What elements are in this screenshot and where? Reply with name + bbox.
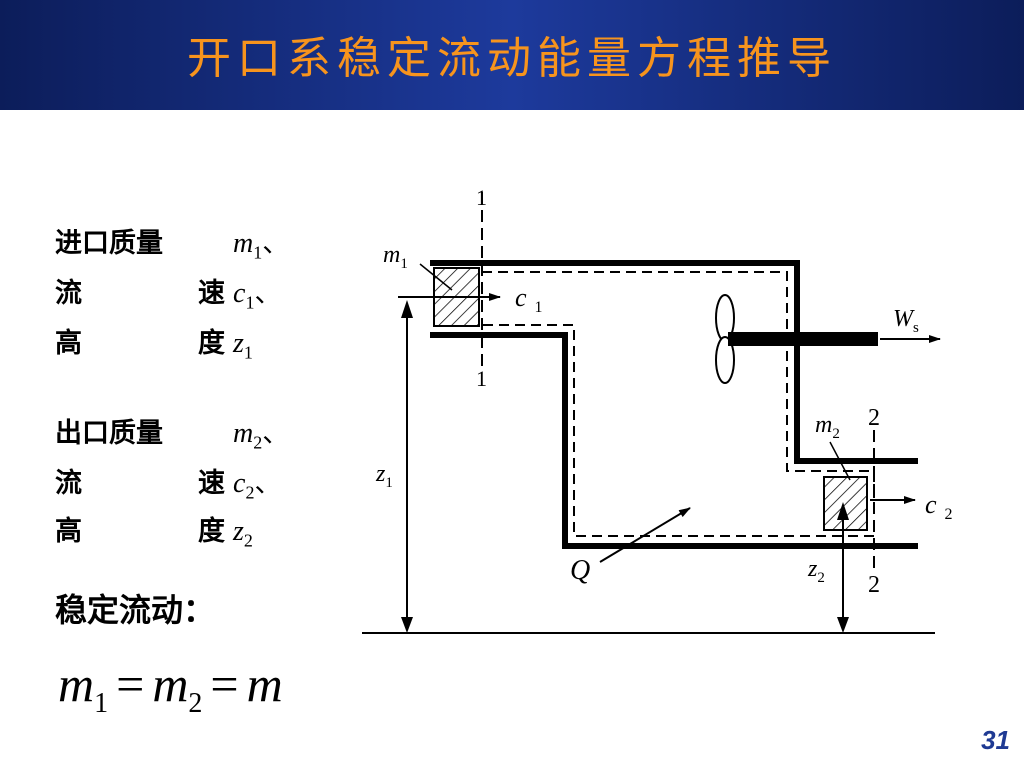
separator: 、	[262, 228, 290, 259]
outlet-height-row: 高度 z2	[55, 514, 253, 551]
label-q: Q	[570, 555, 590, 586]
label-section1-top: 1	[476, 185, 487, 210]
shaft	[728, 332, 878, 346]
inlet-height-label: 高度	[55, 328, 225, 359]
title-bar	[0, 0, 1024, 110]
inlet-mass-label: 进口质量	[55, 228, 163, 259]
label-z1: z1	[375, 461, 393, 491]
label-ws: Ws	[893, 306, 919, 336]
steady-flow-label: 稳定流动：	[55, 591, 216, 629]
outlet-speed-label: 流速	[55, 468, 225, 499]
separator: 、	[254, 278, 282, 309]
control-boundary	[482, 271, 875, 537]
label-section1-bottom: 1	[476, 366, 487, 391]
heat-arrow	[599, 507, 691, 563]
label-z2: z2	[807, 556, 825, 586]
outlet-height-symbol: z2	[233, 516, 253, 551]
separator: 、	[262, 418, 290, 449]
page-number: 31	[981, 725, 1010, 755]
outlet-height-label: 高度	[55, 516, 225, 547]
pipe-inner-wall	[430, 332, 918, 549]
m1-leader	[419, 263, 453, 291]
inlet-speed-symbol: c1	[233, 278, 255, 313]
outlet-mass-label: 出口质量	[55, 418, 163, 449]
label-section2-bottom: 2	[868, 572, 880, 598]
outlet-speed-symbol: c2	[233, 468, 255, 503]
mass-balance-formula: m1=m2=m	[58, 656, 283, 719]
outlet-mass-symbol: m2	[233, 418, 263, 453]
inlet-mass-symbol: m1	[233, 228, 263, 263]
outlet-speed-row: 流速 c2、	[55, 466, 282, 503]
outlet-mass-element	[823, 476, 868, 531]
label-m1: m1	[383, 242, 408, 272]
inlet-speed-row: 流速 c1、	[55, 276, 282, 313]
separator: 、	[254, 468, 282, 499]
label-section2-top: 2	[868, 405, 880, 431]
pipe-outer-wall	[430, 260, 918, 464]
outlet-mass-row: 出口质量 m2、	[55, 416, 290, 453]
m2-leader	[829, 441, 851, 481]
inlet-speed-label: 流速	[55, 278, 225, 309]
inlet-height-row: 高度 z1	[55, 326, 253, 363]
fan-blade-bottom	[715, 336, 735, 384]
inlet-mass-row: 进口质量 m1、	[55, 226, 290, 263]
slide-title: 开口系稳定流动能量方程推导	[187, 33, 837, 84]
label-m2: m2	[815, 412, 840, 442]
inlet-height-symbol: z1	[233, 328, 253, 363]
